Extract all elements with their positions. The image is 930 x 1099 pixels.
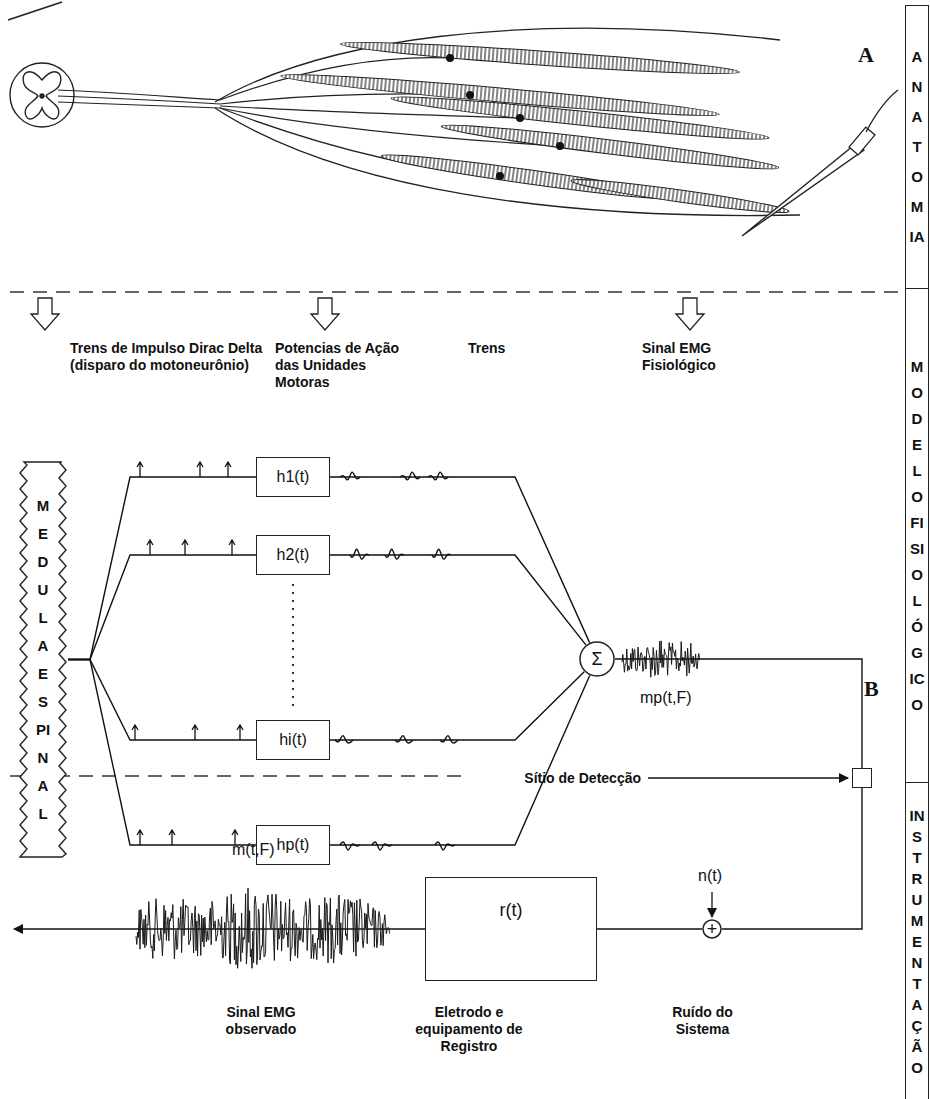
impulse-spike bbox=[192, 725, 198, 740]
muap-waveform bbox=[435, 842, 455, 850]
dashed-separator bbox=[10, 775, 470, 777]
end-plate bbox=[446, 54, 564, 180]
impulse-spike bbox=[229, 540, 235, 555]
generated-strokes bbox=[132, 462, 700, 968]
muap-waveform bbox=[428, 472, 448, 480]
leader-arrow bbox=[648, 777, 848, 778]
dotted-continuation bbox=[292, 584, 294, 712]
recording-box: r(t) bbox=[425, 877, 597, 981]
impulse-spike bbox=[225, 462, 231, 477]
panel-letter: B bbox=[864, 676, 879, 702]
vertical-title: MEDULA ESPINAL bbox=[36, 492, 51, 828]
stage-label: Trens de Impulso Dirac Delta (disparo do… bbox=[70, 340, 280, 374]
impulse-spike bbox=[197, 462, 203, 477]
node-label: h1(t) bbox=[277, 468, 310, 486]
stage-label: Eletrodo e equipamento de Registro bbox=[404, 1004, 534, 1054]
noise-arrow bbox=[711, 892, 712, 917]
vertical-title: ANATOMIA bbox=[910, 42, 925, 252]
region-band: INSTRUMENTAÇÃO bbox=[905, 782, 929, 1099]
impulse-spike bbox=[132, 725, 138, 740]
output-arrow bbox=[14, 928, 425, 929]
muscle-fibre bbox=[280, 37, 790, 217]
stage-label: Ruído do Sistema bbox=[650, 1004, 755, 1038]
needle-electrode bbox=[742, 90, 898, 236]
vertical-title: MODELO FISIOLÓGICO bbox=[910, 354, 925, 718]
muap-waveform bbox=[340, 842, 360, 850]
signal-name: m(t,F) bbox=[232, 840, 275, 859]
stage-label: Sinal EMG Fisiológico bbox=[642, 340, 767, 374]
signal-name: n(t) bbox=[698, 866, 722, 885]
impulse-spike bbox=[182, 540, 188, 555]
wavy-outline bbox=[18, 462, 68, 857]
muap-waveform bbox=[385, 549, 404, 559]
muap-waveform bbox=[340, 472, 360, 480]
dashed-separator bbox=[10, 291, 902, 293]
node-label: h2(t) bbox=[277, 546, 310, 564]
observed-emg-burst bbox=[136, 888, 390, 968]
impulse-spike bbox=[137, 830, 143, 845]
stage-label: Potencias de Ação das Unidades Motoras bbox=[275, 340, 405, 390]
signal-line bbox=[597, 928, 702, 929]
signal-line bbox=[68, 477, 256, 660]
spinal-cord-section bbox=[8, 2, 74, 127]
signal-line bbox=[330, 675, 590, 845]
muap-waveform bbox=[400, 472, 420, 480]
transfer-box: h1(t) bbox=[256, 457, 330, 497]
transfer-box: hi(t) bbox=[256, 720, 330, 760]
muscle-outline bbox=[215, 28, 800, 215]
muap-waveform bbox=[350, 549, 369, 559]
node-label: + bbox=[707, 919, 718, 940]
node-label: Σ bbox=[591, 649, 602, 670]
stage-label: Trens bbox=[468, 340, 505, 357]
transfer-box: h2(t) bbox=[256, 535, 330, 575]
signal-name: mp(t,F) bbox=[640, 688, 692, 707]
vertical-title: INSTRUMENTAÇÃO bbox=[910, 805, 925, 1078]
detection-site: Sítio de Detecção bbox=[852, 768, 872, 788]
signal-line bbox=[68, 660, 256, 741]
impulse-spike bbox=[169, 830, 175, 845]
signal-line bbox=[330, 672, 584, 740]
panel-letter: A bbox=[858, 42, 874, 68]
spinal-cord-block: MEDULA ESPINAL bbox=[18, 462, 68, 857]
muap-waveform bbox=[372, 842, 392, 850]
signal-line bbox=[615, 659, 862, 768]
signal-line bbox=[68, 555, 256, 660]
signal-line bbox=[330, 477, 590, 643]
impulse-spike bbox=[137, 462, 143, 477]
node-label: r(t) bbox=[500, 900, 523, 921]
impulse-spike bbox=[237, 725, 243, 740]
signal-line bbox=[68, 660, 256, 846]
hollow-arrow bbox=[31, 298, 704, 330]
signal-line bbox=[330, 555, 586, 645]
node-label: hi(t) bbox=[279, 731, 307, 749]
impulse-spike bbox=[147, 540, 153, 555]
stage-label: Sinal EMG observado bbox=[196, 1004, 326, 1038]
adder-node: + bbox=[702, 919, 722, 939]
muap-waveform bbox=[432, 549, 451, 559]
node-label: hp(t) bbox=[277, 836, 310, 854]
sum-node: Σ bbox=[579, 641, 615, 677]
region-band: ANATOMIA bbox=[905, 5, 929, 288]
node-label: Sítio de Detecção bbox=[524, 770, 641, 786]
signal-line bbox=[722, 788, 862, 929]
region-band: MODELO FISIOLÓGICO bbox=[905, 288, 929, 782]
